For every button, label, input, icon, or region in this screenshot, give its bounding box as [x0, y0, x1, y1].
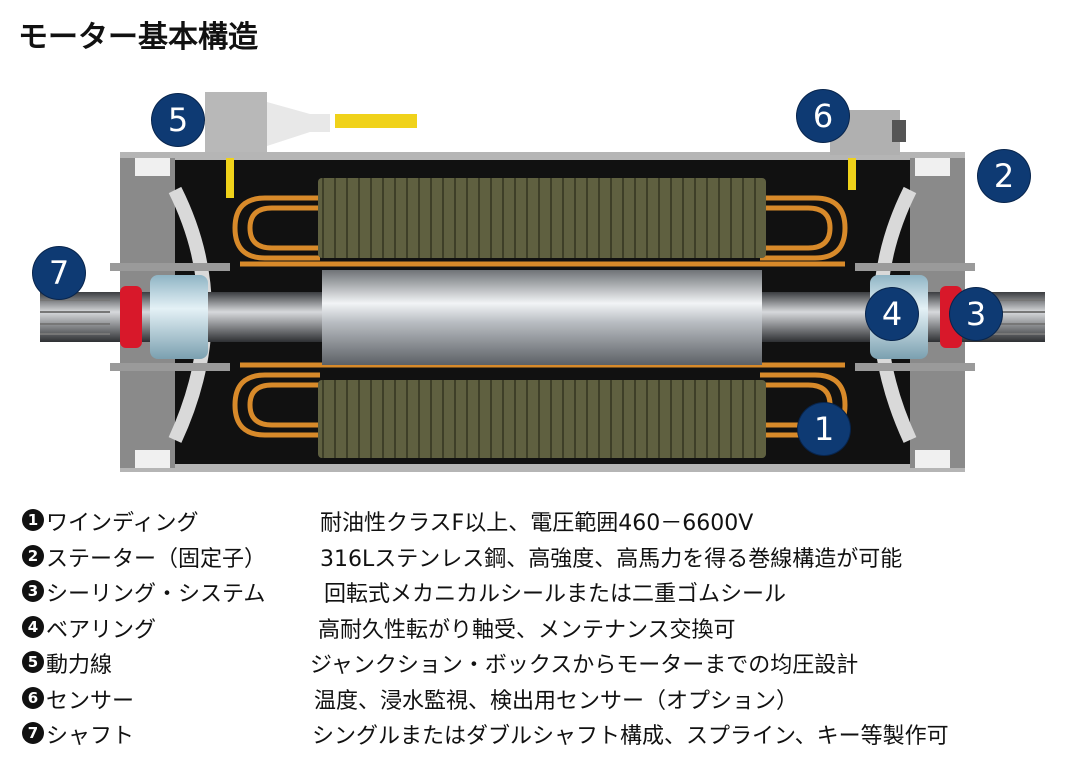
legend-row-winding: 1 ワインディング 耐油性クラスF以上、電圧範囲460－6600V — [22, 505, 1072, 541]
callout-badge-5: 5 — [152, 94, 204, 146]
callout-badge-1: 1 — [798, 403, 850, 455]
callout-badge-4: 4 — [866, 288, 918, 340]
number-marker: 7 — [22, 722, 44, 744]
callout-badge-3: 3 — [950, 288, 1002, 340]
component-name: ベアリング — [46, 617, 157, 643]
component-description: シングルまたはダブルシャフト構成、スプライン、キー等製作可 — [312, 724, 949, 749]
component-name: ワインディング — [46, 511, 199, 536]
component-name: ステーター（固定子） — [46, 546, 267, 572]
callout-badge-7: 7 — [33, 247, 85, 299]
rotor — [322, 270, 762, 365]
power-cable — [335, 114, 417, 128]
bearing-left — [150, 275, 208, 359]
component-name: センサー — [46, 688, 135, 714]
component-description: 温度、浸水監視、検出用センサー（オプション） — [314, 688, 799, 714]
component-description: 耐油性クラスF以上、電圧範囲460－6600V — [320, 511, 754, 536]
legend-row-power-cable: 5 動力線 ジャンクション・ボックスからモーターまでの均圧設計 — [22, 647, 1072, 683]
number-marker: 6 — [22, 686, 44, 709]
stator-core-bottom — [318, 380, 766, 458]
component-description: ジャンクション・ボックスからモーターまでの均圧設計 — [310, 653, 859, 678]
legend-row-sensor: 6 センサー 温度、浸水監視、検出用センサー（オプション） — [22, 683, 1072, 719]
component-name: シーリング・システム — [46, 582, 266, 607]
legend-row-shaft: 7 シャフト シングルまたはダブルシャフト構成、スプライン、キー等製作可 — [22, 718, 1072, 754]
component-legend: 1 ワインディング 耐油性クラスF以上、電圧範囲460－6600V 2 ステータ… — [22, 505, 1072, 754]
callout-badge-2: 2 — [978, 150, 1030, 202]
stator-core-top — [318, 178, 766, 258]
number-marker: 5 — [22, 651, 44, 673]
callout-badge-6: 6 — [797, 90, 849, 142]
seal-left — [120, 286, 142, 348]
component-name: 動力線 — [46, 653, 113, 678]
number-marker: 2 — [22, 544, 44, 567]
legend-row-stator: 2 ステーター（固定子） 316Lステンレス鋼、高強度、高馬力を得る巻線構造が可… — [22, 541, 1072, 577]
component-description: 316Lステンレス鋼、高強度、高馬力を得る巻線構造が可能 — [320, 546, 903, 572]
winding-top — [232, 195, 848, 267]
component-description: 回転式メカニカルシールまたは二重ゴムシール — [324, 582, 787, 607]
number-marker: 3 — [22, 580, 44, 602]
legend-row-bearing: 4 ベアリング 高耐久性転がり軸受、メンテナンス交換可 — [22, 612, 1072, 648]
number-marker: 4 — [22, 615, 44, 638]
component-name: シャフト — [46, 724, 135, 749]
number-marker: 1 — [22, 509, 44, 531]
component-description: 高耐久性転がり軸受、メンテナンス交換可 — [318, 617, 736, 643]
junction-box — [205, 92, 267, 152]
legend-row-sealing-system: 3 シーリング・システム 回転式メカニカルシールまたは二重ゴムシール — [22, 576, 1072, 612]
motor-cutaway-diagram: 1 2 3 4 5 6 7 — [0, 80, 1083, 480]
page-title: モーター基本構造 — [18, 20, 258, 55]
